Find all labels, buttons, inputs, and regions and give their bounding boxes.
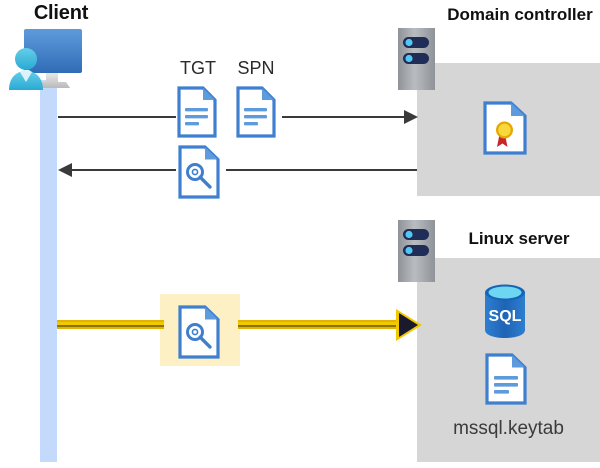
certificate-document-icon [483, 101, 527, 155]
keytab-document-icon [485, 353, 527, 405]
client-label: Client [33, 2, 89, 24]
ticket-arrow-segment-left [72, 169, 176, 171]
spn-document-icon [236, 86, 276, 138]
request-arrow-segment-left [58, 116, 176, 118]
request-arrow-segment-right [282, 116, 407, 118]
keytab-filename-label: mssql.keytab [453, 418, 564, 439]
tgt-label: TGT [180, 58, 216, 78]
auth-arrowhead-inner [399, 313, 418, 337]
svg-text:SQL: SQL [489, 308, 522, 325]
spn-label: SPN [237, 58, 275, 78]
client-lifeline [40, 80, 57, 462]
ticket-arrow-segment-right [226, 169, 417, 171]
auth-arrow-segment-right [238, 320, 406, 329]
domain-controller-title: Domain controller [447, 5, 593, 24]
request-arrowhead [404, 110, 418, 124]
sql-database-icon: SQL [485, 284, 525, 338]
linux-server-rack-icon [398, 220, 435, 282]
client-workstation-icon [9, 29, 82, 90]
auth-arrow-segment-left [57, 320, 164, 329]
key-document-icon [178, 145, 220, 199]
auth-key-document-icon [178, 305, 220, 359]
linux-server-title: Linux server [468, 229, 570, 248]
ticket-arrowhead [58, 163, 72, 177]
tgt-document-icon [177, 86, 217, 138]
domain-controller-server-rack-icon [398, 28, 435, 90]
